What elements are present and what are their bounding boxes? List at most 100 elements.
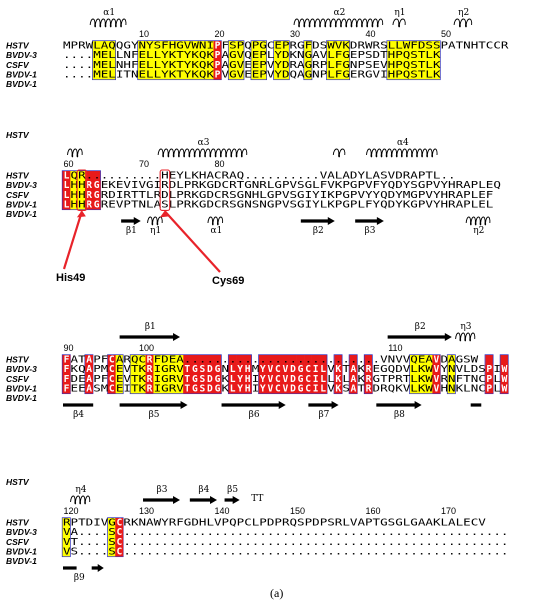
conserved-residue: R: [147, 364, 153, 375]
conserved-residue: A: [351, 383, 357, 394]
conservation-box: [326, 40, 351, 81]
conserved-cell: [334, 364, 343, 375]
conserved-residue: D: [207, 383, 213, 394]
conserved-cell: [334, 383, 343, 394]
sequence-row: MPRWLAQQGYNYSFHGVWNIPFSPQPGCEPRGFDSWVKDR…: [63, 41, 509, 52]
beta-bridge-bar: [63, 403, 94, 407]
similar-column: [77, 171, 86, 210]
conserved-residue: V: [434, 374, 440, 385]
beta-strand-arrow: [119, 401, 188, 409]
conserved-residue: F: [64, 364, 70, 375]
conserved-residue: C: [109, 364, 115, 375]
conserved-cell: [205, 374, 214, 384]
conserved-cell: [115, 546, 124, 557]
conserved-residue: C: [109, 355, 115, 366]
conserved-cell: [289, 364, 297, 375]
residue-label: Cys69: [212, 275, 244, 287]
conserved-residue: A: [86, 383, 92, 394]
conserved-residue: V: [267, 364, 273, 375]
similar-column: [236, 41, 244, 80]
ss-label: η4: [75, 485, 86, 495]
conserved-cell: [485, 364, 494, 375]
conserved-residue: H: [245, 364, 251, 375]
similar-column: [175, 41, 184, 80]
conserved-residue: G: [215, 383, 221, 394]
conserved-cell: [85, 355, 93, 365]
conserved-residue: P: [215, 69, 221, 80]
conserved-residue: C: [305, 383, 311, 394]
conserved-cell: [62, 374, 71, 384]
conserved-cell: [311, 364, 320, 375]
conserved-cell: [85, 199, 93, 210]
similar-column: [409, 41, 418, 80]
conserved-residue: Y: [237, 383, 243, 394]
conserved-cell: [500, 364, 509, 375]
conserved-residue: G: [215, 374, 221, 385]
beta-bridge-bar: [63, 566, 77, 570]
ss-label: β4: [73, 410, 84, 420]
helix-icon: [455, 332, 476, 342]
conserved-cell: [281, 364, 290, 375]
conserved-cell: [213, 383, 222, 394]
similar-column: [424, 41, 433, 80]
sequence-name: BVDV-1: [6, 79, 37, 89]
conserved-residue: S: [200, 364, 206, 375]
conserved-residue: R: [366, 364, 372, 375]
position-number: 130: [139, 506, 154, 516]
similar-column: [394, 41, 403, 80]
position-number: 80: [215, 159, 225, 169]
conserved-cell: [432, 374, 441, 384]
sequence-row: ....MELITNELLYKTYKQKPVGVEEPVYDQAGNPLFGER…: [63, 69, 441, 80]
ss-label: η1: [150, 226, 161, 236]
similar-column: [432, 41, 441, 80]
similar-column: [168, 41, 177, 80]
conserved-residue: C: [305, 374, 311, 385]
conserved-residue: V: [434, 383, 440, 394]
ss-label: β4: [198, 485, 209, 495]
sequence-name: HSTV: [6, 518, 30, 528]
beta-strand-arrow: [224, 496, 240, 504]
conserved-cell: [432, 355, 441, 365]
conserved-cell: [258, 364, 267, 375]
conserved-residue: W: [502, 374, 508, 385]
conserved-residue: G: [192, 374, 198, 385]
conserved-cell: [85, 180, 93, 191]
conserved-residue: A: [351, 364, 357, 375]
helix-icon: [147, 216, 163, 226]
conserved-residue: A: [86, 374, 92, 385]
conserved-residue: Y: [237, 364, 243, 375]
conserved-cell: [273, 364, 282, 375]
conserved-cell: [236, 374, 244, 384]
conserved-residue: C: [305, 364, 311, 375]
sequence-name: CSFV: [6, 537, 30, 547]
conserved-cell: [62, 383, 71, 394]
conserved-cell: [266, 383, 275, 394]
conserved-cell: [243, 364, 252, 375]
conserved-cell: [319, 383, 328, 394]
conserved-residue: R: [147, 355, 153, 366]
annotation-arrow: [164, 210, 221, 273]
conserved-residue: S: [200, 383, 206, 394]
conserved-residue: V: [434, 355, 440, 366]
conserved-cell: [62, 180, 71, 191]
conserved-residue: W: [502, 383, 508, 394]
conserved-cell: [500, 374, 509, 384]
conserved-residue: F: [64, 374, 70, 385]
position-number: 140: [215, 506, 230, 516]
sequence-row: LHHRGRDIRTTLRDLPRKGDCRSGNHLGPVSGIYIKPGPV…: [63, 190, 494, 201]
position-number: 30: [290, 29, 300, 39]
conserved-residue: G: [192, 383, 198, 394]
conserved-cell: [145, 355, 154, 365]
conserved-cell: [236, 383, 244, 394]
ss-label: β9: [74, 573, 85, 583]
conserved-cell: [107, 383, 116, 394]
block-title: HSTV: [6, 477, 30, 487]
conserved-residue: C: [275, 383, 281, 394]
beta-strand-arrow: [189, 496, 218, 504]
beta-strand-arrow: [143, 496, 181, 504]
conserved-residue: T: [184, 364, 190, 375]
conserved-residue: P: [215, 60, 221, 71]
conserved-cell: [92, 190, 101, 200]
